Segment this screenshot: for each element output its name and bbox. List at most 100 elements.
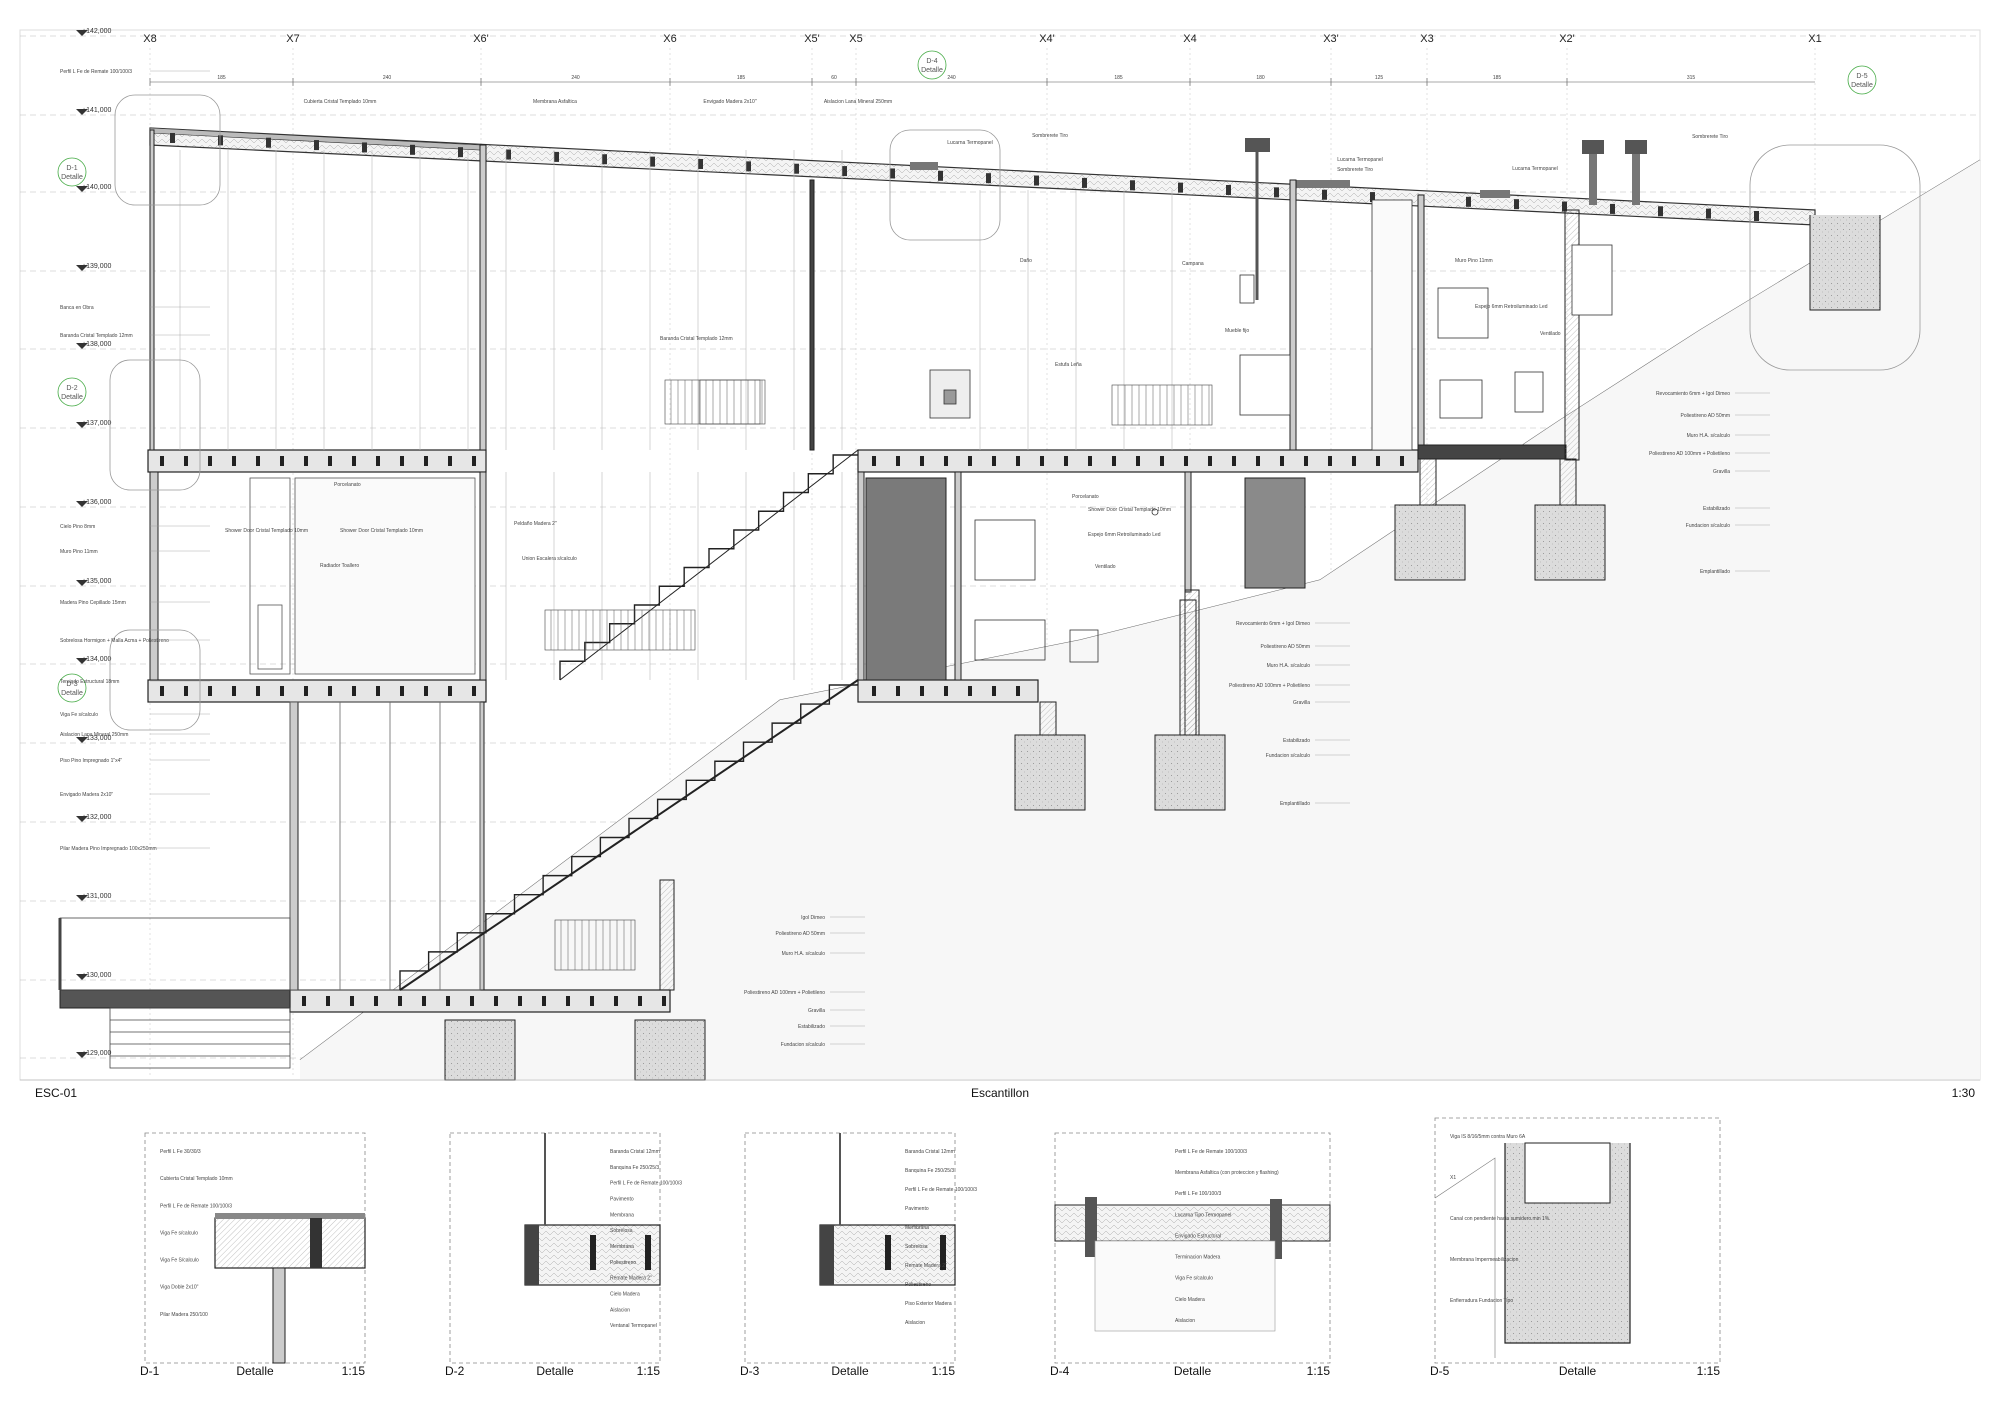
dimension-value: 185 [1114,75,1123,81]
annotation-note: Cielo Pino 8mm [60,524,95,530]
skylight-1 [910,162,938,170]
annotation-note: Porcelanato [1072,494,1099,500]
level-marker: +139,000 [82,263,111,270]
detail-tag-d3[interactable]: D-3 Detalle [57,673,87,703]
detail-note: Aislacion [1175,1318,1195,1324]
annotation-note: Poliestireno AD 100mm + Polietileno [1649,451,1730,457]
stair-stringer-lower [399,679,859,991]
grid-axis-label: X8 [143,33,156,45]
detail-tag-d5[interactable]: D-5 Detalle [1847,65,1877,95]
level-triangle [76,30,88,36]
sheet-code: ESC-01 [35,1086,77,1100]
stair-stringer-upper [559,449,859,681]
detail-scale: 1:15 [342,1364,366,1378]
annotation-note: Ventilado [1540,331,1561,337]
annotation-note: Gravilla [1293,700,1310,706]
mid-foundation-annotations: Revocamiento 6mm + Igol DimeoPoliestiren… [1229,621,1350,807]
detail-note: Remate Madera 2" [610,1276,652,1282]
grid-axis-label: X4' [1039,33,1055,45]
annotation-note: Terciado Estructural 18mm [60,679,119,685]
level-triangle [76,974,88,980]
detail-note: Perfil L Fe de Remate 100/100/3 [610,1181,682,1187]
detail-tag-d1[interactable]: D-1 Detalle [57,157,87,187]
detail-tag-d2[interactable]: D-2 Detalle [57,377,87,407]
level-marker: +134,000 [82,656,111,663]
foundations [444,215,1881,1081]
detail-tag-d4[interactable]: D-4 Detalle [917,50,947,80]
detail-note: Banquina Fe 250/25/3 [610,1165,659,1171]
detail-note: Membrana Asfaltica (con proteccion y fla… [1175,1170,1279,1176]
upper-stair [559,454,858,680]
dimension-value: 125 [1375,75,1384,81]
grid-axis-label: X3 [1420,33,1433,45]
dimension-value: 240 [571,75,580,81]
annotation-note: Poliestireno AD 100mm + Polietileno [1229,683,1310,689]
svg-text:Detalle: Detalle [61,690,83,697]
annotation-note: Shower Door Cristal Templado 10mm [1088,507,1171,513]
annotation-note: Igol Dimeo [801,915,825,921]
grid-axis-label: X6' [473,33,489,45]
annotation-note: Sombrerete Tiro [1032,133,1068,139]
railings [544,379,1213,971]
level-triangle [76,737,88,743]
terrain-fill [300,160,1980,1080]
svg-text:Detalle: Detalle [921,67,943,74]
annotation-note: Fundacion s/calculo [1686,523,1730,529]
level-marker: +140,000 [82,184,111,191]
level-triangle [76,265,88,271]
annotation-note: Poliestireno AD 50mm [776,931,825,937]
lower-glazing [289,701,481,991]
annotation-note: Muro H.A. s/calculo [1267,663,1311,669]
annotation-note: Fundacion s/calculo [1266,753,1310,759]
dark-door-1 [865,477,947,681]
annotation-note: Piso Pino Impregnado 1"x4" [60,758,122,764]
detail-note: Envigado Estructural [1175,1233,1221,1239]
svg-text:D-1: D-1 [66,165,77,172]
grid-axis-label: X3' [1323,33,1339,45]
grid-axis-label: X5 [849,33,862,45]
detail-note: Cielo Madera [610,1292,640,1298]
detail-note: Sobrelosa [610,1228,633,1234]
detail-title: Detalle [1559,1364,1597,1378]
fixtures [929,199,1613,663]
level-triangle [76,658,88,664]
annotation-note: Envigado Madera 2x10" [60,792,113,798]
detail-note: Lucarna Tipo Termopanel [1175,1212,1231,1218]
level-triangle [76,109,88,115]
annotation-note: Membrana Asfaltica [533,99,577,105]
annotation-note: Sobrelosa Hormigon + Malla Acma + Polies… [60,638,169,644]
detail-note: Membrana [610,1244,634,1250]
detail-note: Pavimento [610,1197,634,1203]
level-labels: +142,000+141,000+140,000+139,000+138,000… [76,28,111,1058]
svg-text:Detalle: Detalle [1851,82,1873,89]
detail-scale: 1:15 [1307,1364,1331,1378]
annotation-note: Campana [1182,261,1204,267]
dimension-value: 315 [1687,75,1696,81]
detail-note: Poliestireno [610,1260,636,1266]
annotation-note: Muro H.A. s/calculo [782,951,826,957]
annotation-note: Estabilizado [798,1024,825,1030]
dimension-value: 240 [947,75,956,81]
grid-axis-label: X4 [1183,33,1196,45]
detail-title: Detalle [236,1364,274,1378]
sheet-scale: 1:30 [1952,1086,1976,1100]
detail-note: Terminacion Madera [1175,1255,1221,1261]
dimension-value: 180 [1256,75,1265,81]
detail-note: Piso Exterior Madera [905,1301,952,1307]
grid-axis-label: X2' [1559,33,1575,45]
level-marker: +136,000 [82,499,111,506]
level-marker: +131,000 [82,893,111,900]
detail-note: Baranda Cristal 12mm [610,1149,660,1155]
annotation-note: Aislacion Lana Mineral 250mm [824,99,892,105]
detail-code: D-5 [1430,1364,1450,1378]
level-marker: +138,000 [82,341,111,348]
detail-note: Viga Doble 2x10" [160,1285,199,1291]
detail-note: Viga Fe s/calculo [1175,1276,1213,1282]
detail-note: Membrana Impermeabilizacion [1450,1257,1519,1263]
detail-note: Pavimento [905,1206,929,1212]
